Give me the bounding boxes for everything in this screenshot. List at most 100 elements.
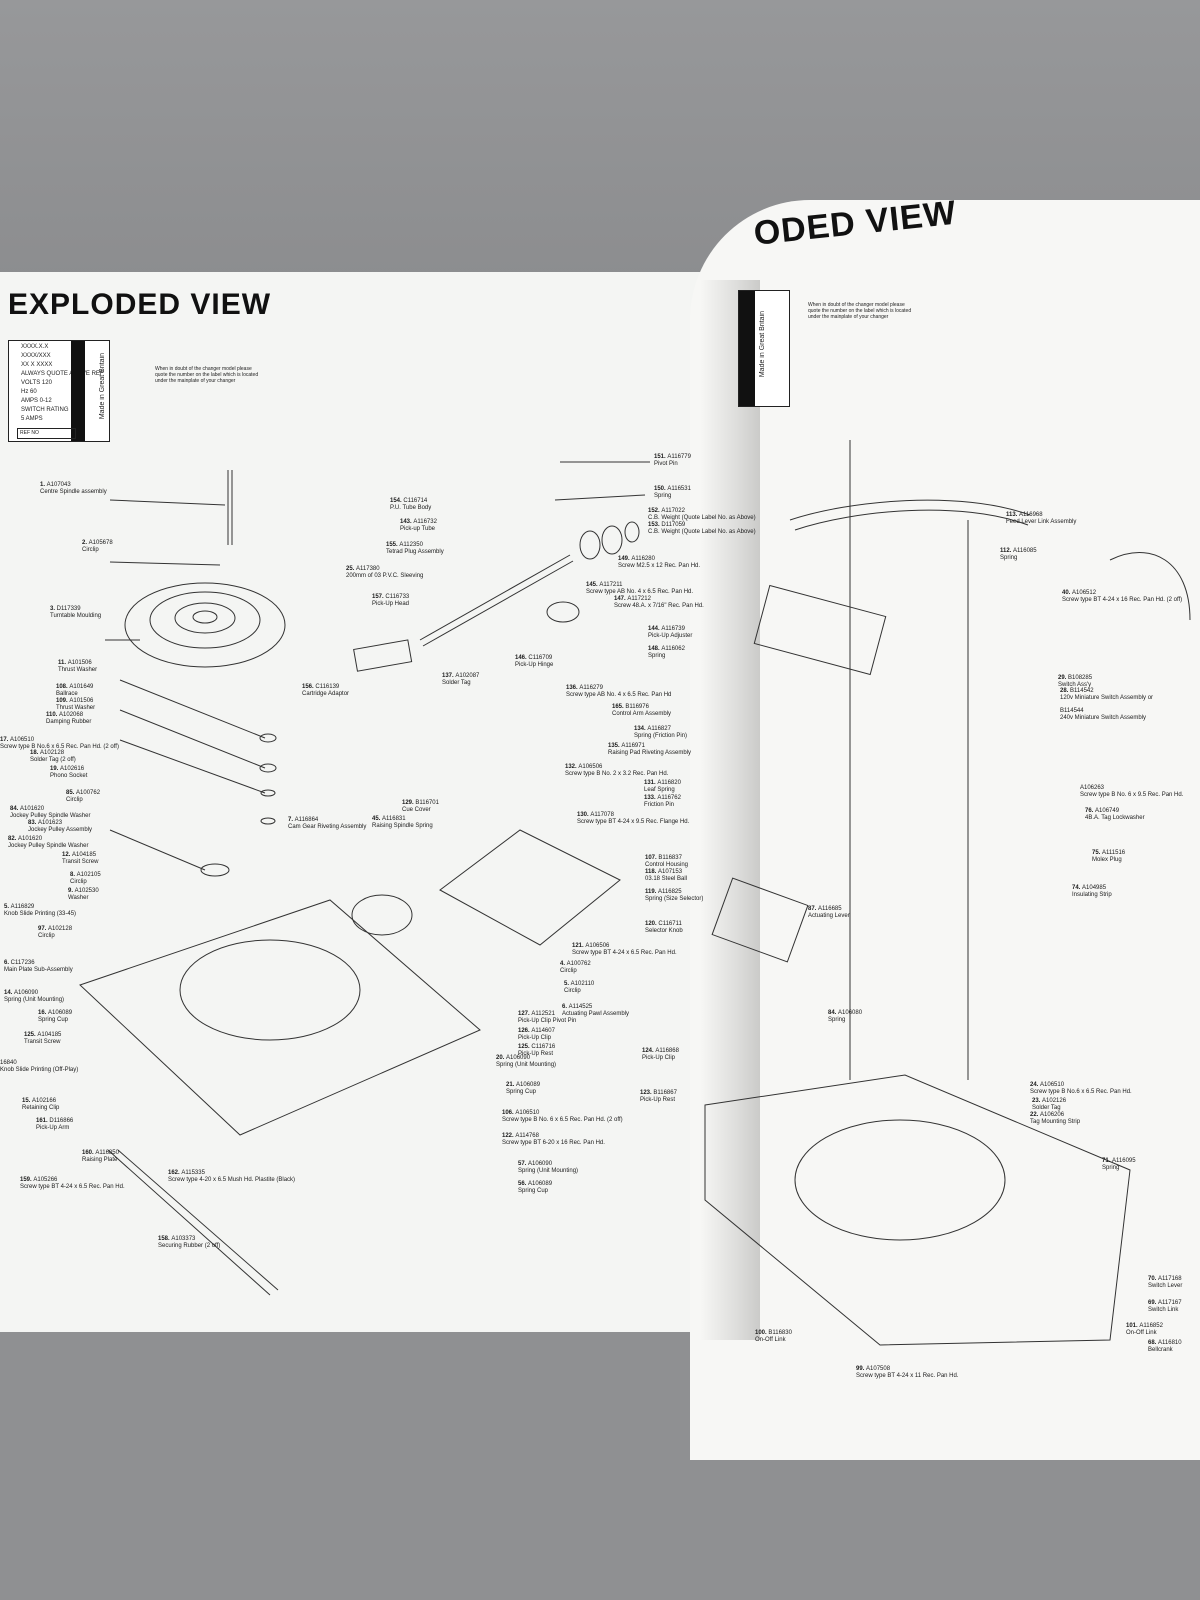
part-code: A106089 <box>516 1082 541 1088</box>
part-code: A114768 <box>515 1133 539 1139</box>
part-description: Transit Screw <box>24 1039 61 1045</box>
part-code: A105266 <box>33 1177 58 1183</box>
part-code: A117168 <box>1158 1276 1182 1282</box>
made-in-label: Made in Great Britain <box>99 353 106 420</box>
part-description: Screw type BT 4-24 x 6.5 Rec. Pan Hd. <box>572 950 677 956</box>
part-code: A106510 <box>10 737 35 743</box>
part-description: Pick-Up Clip <box>642 1055 676 1061</box>
part-code: A106089 <box>528 1181 553 1187</box>
part-code: A100762 <box>76 790 101 796</box>
part-description: Spring <box>1102 1165 1120 1171</box>
page-title-left: EXPLODED VIEW <box>8 288 272 321</box>
part-number: 15. <box>22 1098 33 1104</box>
part-description: P.U. Tube Body <box>390 505 432 511</box>
part-code: B114544 <box>1060 708 1084 714</box>
part-number: 162. <box>168 1170 182 1176</box>
part-description: Spring <box>654 493 672 499</box>
part-code: A114607 <box>531 1028 555 1034</box>
part-description: Screw M2.5 x 12 Rec. Pan Hd. <box>618 563 701 569</box>
part-number: 5. <box>564 981 571 987</box>
part-description: Screw 48.A. x 7/16" Rec. Pan Hd. <box>614 603 704 609</box>
part-description: Pick-Up Adjuster <box>648 633 693 639</box>
part-description: Screw type B No. 2 x 3.2 Rec. Pan Hd. <box>565 771 669 777</box>
part-description: Spring <box>828 1017 846 1023</box>
part-description: On-Off Link <box>755 1337 786 1343</box>
part-number: 155. <box>386 542 400 548</box>
part-number: 122. <box>502 1133 516 1139</box>
part-description: Jockey Pulley Spindle Washer <box>8 843 89 849</box>
part-number: 85. <box>66 790 77 796</box>
part-description: Switch Ass'y <box>1058 682 1092 688</box>
part-number: 20. <box>496 1055 507 1061</box>
part-number: 150. <box>654 486 668 492</box>
part-description: Screw type B No.6 x 6.5 Rec. Pan Hd. <box>1030 1089 1132 1095</box>
part-number: 17. <box>0 737 11 743</box>
part-code: A116732 <box>413 519 437 525</box>
part-number: 124. <box>642 1048 656 1054</box>
part-description: Thrust Washer <box>56 705 96 711</box>
part-code: B114542 <box>1070 688 1094 694</box>
part-number: 8. <box>70 872 77 878</box>
part-number: 6. <box>562 1004 569 1010</box>
part-code: A107153 <box>658 869 683 875</box>
part-number: 106. <box>502 1110 516 1116</box>
part-description: Leaf Spring <box>644 787 675 793</box>
part-number: 158. <box>158 1236 172 1242</box>
rating-label-lines: XXXX.X.X XXXX/XXX XX X XXXX ALWAYS QUOTE… <box>21 343 104 424</box>
part-code: A116868 <box>655 1048 679 1054</box>
part-description: Spring (Size Selector) <box>645 896 704 902</box>
part-code: A116062 <box>661 646 685 652</box>
part-description: Switch Link <box>1148 1307 1179 1313</box>
part-number: 119. <box>645 889 659 895</box>
part-code: C116139 <box>315 684 340 690</box>
part-code: 16840 <box>0 1060 17 1066</box>
part-code: A106090 <box>528 1161 553 1167</box>
part-code: A116827 <box>647 726 671 732</box>
part-description: Circlip <box>82 547 99 553</box>
part-number: 99. <box>856 1366 867 1372</box>
part-description: Feed Lever Link Assembly <box>1006 519 1077 525</box>
part-description: Solder Tag <box>1032 1105 1061 1111</box>
rating-line: VOLTS 120 <box>21 380 52 386</box>
part-code: A117022 <box>661 508 685 514</box>
part-number: 135. <box>608 743 622 749</box>
part-number: 129. <box>402 800 416 806</box>
part-code: B116837 <box>658 855 682 861</box>
part-code: A106206 <box>1040 1112 1065 1118</box>
part-code: A106089 <box>48 1010 73 1016</box>
part-number: 70. <box>1148 1276 1159 1282</box>
part-code: A102166 <box>32 1098 57 1104</box>
part-number: 147. <box>614 596 628 602</box>
part-description: Tetrad Plug Assembly <box>386 549 444 555</box>
part-code: A102126 <box>1042 1098 1067 1104</box>
part-description: Screw type 4-20 x 6.5 Mush Hd. Plastite … <box>168 1177 296 1183</box>
part-number: 126. <box>518 1028 532 1034</box>
rating-line: XXXX.X.X <box>21 344 49 350</box>
rating-label: XXXX.X.X XXXX/XXX XX X XXXX ALWAYS QUOTE… <box>8 340 110 442</box>
part-number: 120. <box>645 921 659 927</box>
